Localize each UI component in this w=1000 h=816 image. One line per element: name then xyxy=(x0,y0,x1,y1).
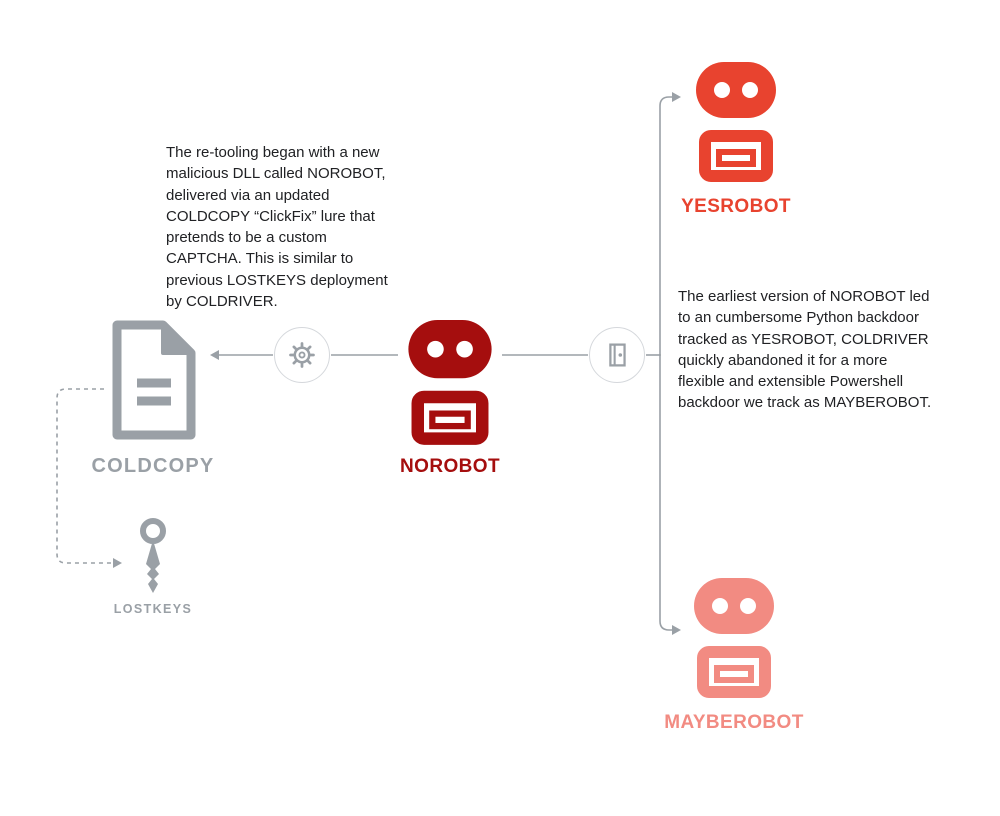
right-annotation-text: The earliest version of NOROBOT led to a… xyxy=(678,288,932,412)
arrow-to-mayberobot xyxy=(672,625,681,635)
arrow-to-lostkeys xyxy=(113,558,122,568)
coldcopy-label: COLDCOPY xyxy=(91,455,215,477)
left-annotation-text: The re-tooling began with a new maliciou… xyxy=(166,144,388,311)
key-icon xyxy=(140,518,166,593)
wire-branch-to-yesrobot xyxy=(659,96,672,356)
arrow-to-coldcopy xyxy=(210,350,219,360)
node-yesrobot: YESROBOT xyxy=(681,62,791,217)
door-icon xyxy=(609,343,626,367)
node-mayberobot: MAYBEROBOT xyxy=(664,578,803,733)
node-lostkeys: LOSTKEYS xyxy=(114,517,191,616)
robot-icon xyxy=(686,62,786,186)
yesrobot-label: YESROBOT xyxy=(681,196,791,217)
document-icon xyxy=(112,320,196,440)
wire-branch-to-mayberobot xyxy=(659,354,672,631)
lostkeys-label: LOSTKEYS xyxy=(113,602,193,616)
norobot-label: NOROBOT xyxy=(400,456,500,477)
mayberobot-label: MAYBEROBOT xyxy=(664,712,804,733)
gear-icon xyxy=(289,342,315,368)
door-badge xyxy=(589,327,645,383)
arrow-to-yesrobot xyxy=(672,92,681,102)
gear-badge xyxy=(274,327,330,383)
robot-icon xyxy=(398,320,502,449)
robot-icon xyxy=(684,578,784,702)
node-coldcopy: COLDCOPY xyxy=(92,319,213,477)
node-norobot: NOROBOT xyxy=(398,320,502,477)
